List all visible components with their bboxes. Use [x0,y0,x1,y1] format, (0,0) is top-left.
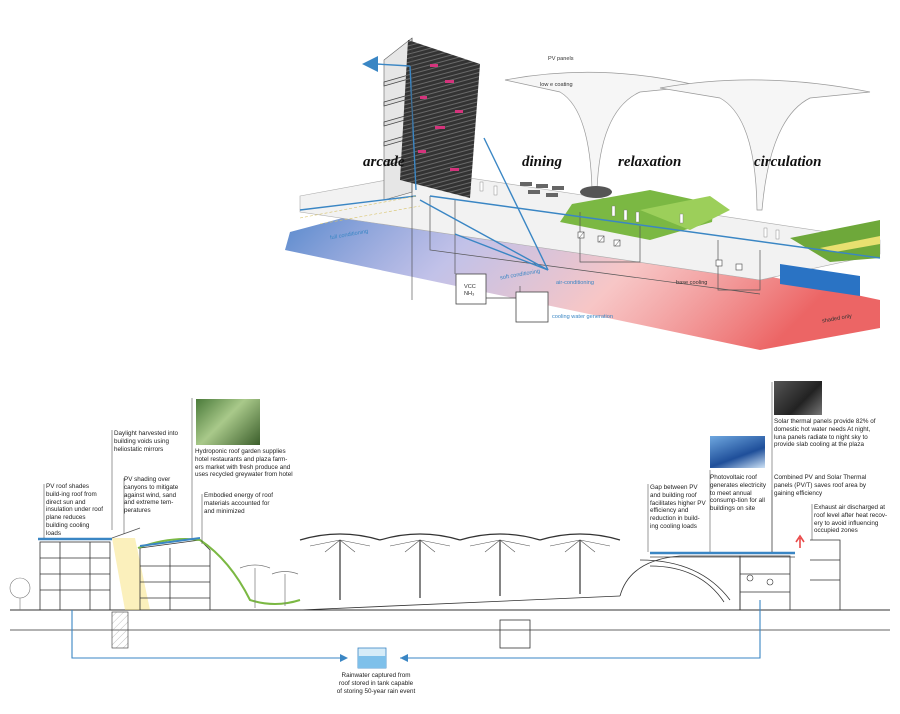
exhaust-arrow-red [795,534,805,548]
label-nh3: NH₃ [464,291,475,297]
note-solar-thermal: Solar thermal panels provide 82% of dome… [774,418,876,449]
plaza-slope [299,595,621,611]
rainwater-arrow [340,654,348,662]
pv-canopy-1 [504,71,701,191]
pv-roof-2 [139,537,201,547]
roof-lamps [746,574,774,586]
pv-facade-accents [418,64,463,171]
note-pv-shading: PV shading over canyons to mitigate agai… [124,476,179,515]
dashed-air-lines [299,195,421,225]
green-roof-garden [137,538,301,605]
rainwater-tank [357,647,387,669]
label-air-conditioning: air-conditioning [556,280,594,286]
note-daylight: Daylight harvested into building voids u… [114,430,179,453]
tree-left [9,577,31,599]
note-combined-pv: Combined PV and Solar Thermal panels (PV… [774,474,867,497]
note-pv-roof: PV roof shades build-ing roof from direc… [46,483,104,537]
label-vcc: VCC [464,284,476,290]
plaza-canopies [299,533,621,600]
hydroponic-garden-photo [196,399,260,445]
air-flow-lines [299,63,881,271]
label-pv-panels: PV panels [548,56,574,62]
lawn-right-stripe [820,236,880,252]
people-figures [479,181,780,240]
daylight-shaft [112,538,150,610]
note-exhaust: Exhaust air discharged at roof level aft… [814,504,888,535]
exhaust-arrow [362,56,378,72]
solar-thermal-photo [774,381,822,415]
building-1 [39,541,111,611]
zone-arcade: arcade [363,154,405,170]
pv-canopy-2 [659,79,871,211]
leader-lines [43,382,813,552]
note-gap-pv: Gap between PV and building roof facilit… [650,484,706,530]
dining-furniture [520,182,564,197]
note-hydroponic: Hydroponic roof garden supplies hotel re… [195,448,293,479]
note-rainwater: Rainwater captured from roof stored in t… [336,672,416,695]
note-photovoltaic: Photovoltaic roof generates electricity … [710,474,766,513]
building-right [619,555,791,611]
photovoltaic-photo [710,436,765,468]
cooling-block [780,264,860,296]
duct-dampers [577,231,743,271]
canopy-base [580,186,612,198]
building-2 [139,539,211,611]
cooling-water-box [515,291,549,323]
underground-tank [499,619,531,649]
label-cooling-water: cooling water generation [552,314,613,320]
zone-relaxation: relaxation [618,154,682,170]
zone-circulation: circulation [754,154,822,170]
zone-dining: dining [522,154,563,170]
tank-left [111,611,129,649]
pv-facade-screen [400,40,480,198]
lawn-right [790,220,880,262]
small-canopies [239,564,299,608]
climate-band [285,200,880,350]
lawn-mid [640,196,730,230]
rainwater-pipes [71,600,761,659]
label-low-e-coating: low e coating [540,82,573,88]
canopy-fans [309,539,611,553]
label-base-cooling: base cooling [676,280,708,286]
note-embodied: Embodied energy of roof materials accoun… [204,492,273,515]
vcc-plant-box [455,273,487,305]
rainwater-arrow-2 [400,654,408,662]
building-far-right [810,539,841,610]
